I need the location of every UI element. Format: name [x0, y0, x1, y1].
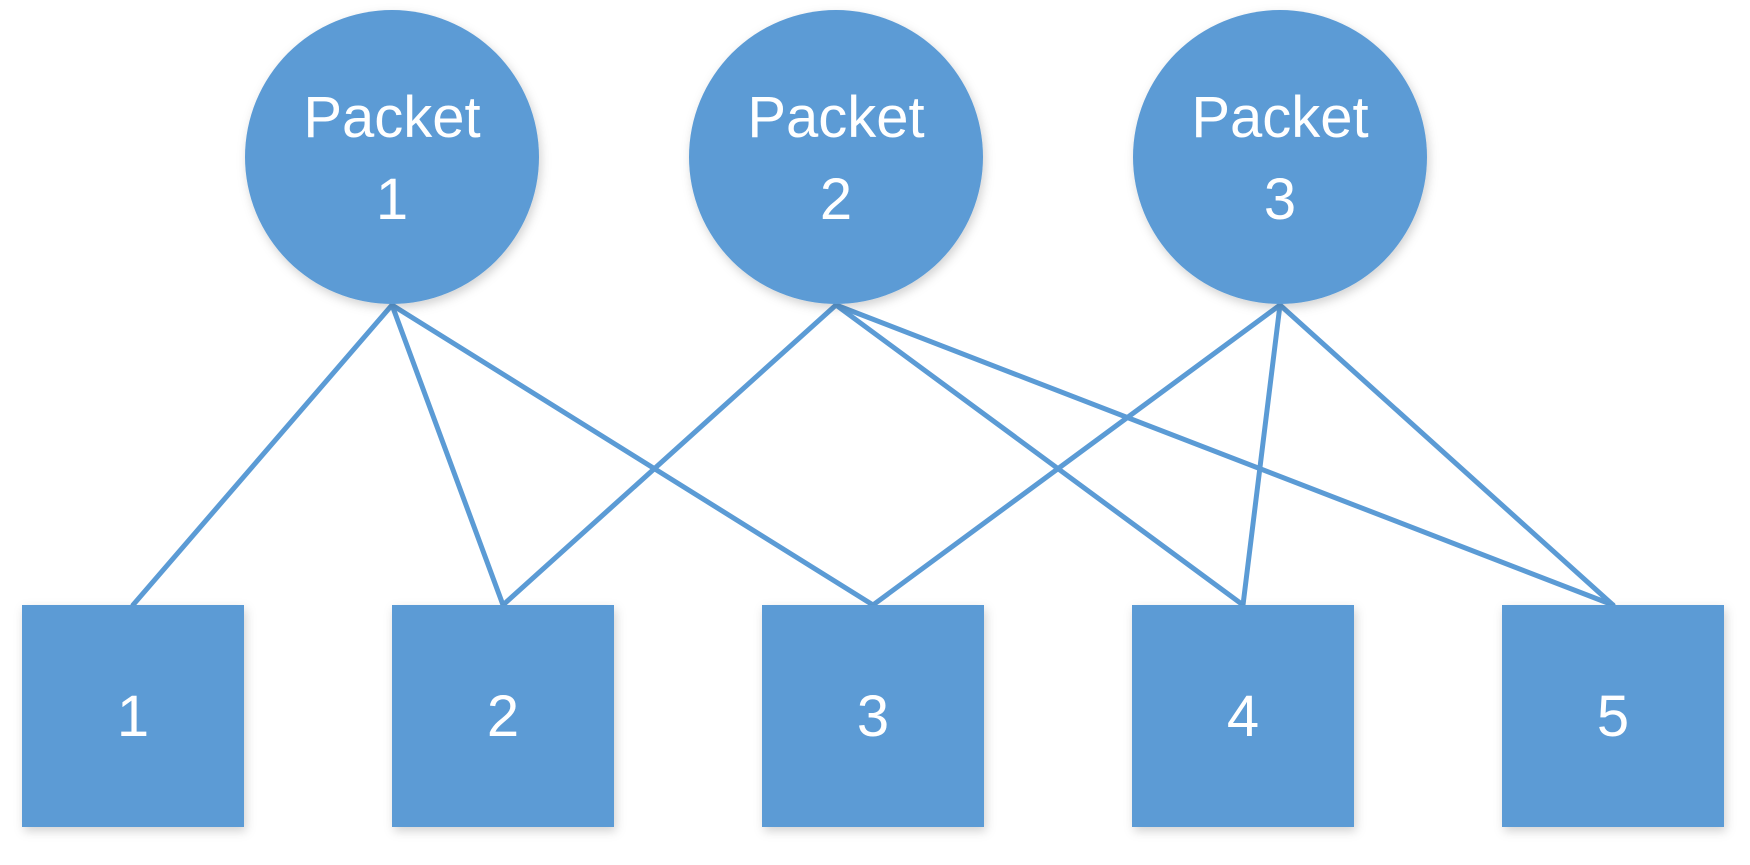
packet-label-line1: Packet	[747, 85, 924, 150]
packet-label-line2: 1	[376, 167, 408, 232]
block-square-2	[392, 605, 614, 827]
block-label: 3	[857, 684, 889, 749]
packet-node-2: Packet 2	[689, 10, 983, 304]
edge-p3-b3	[870, 302, 1283, 608]
block-node-3: 3	[762, 605, 984, 827]
packet-label-line1: Packet	[303, 85, 480, 150]
edge-p1-b3	[389, 302, 876, 608]
edge-p3-b4	[1240, 302, 1283, 608]
block-square-4	[1132, 605, 1354, 827]
block-node-1: 1	[22, 605, 244, 827]
packet-circle-3	[1133, 10, 1427, 304]
edge-p2-b5	[833, 302, 1616, 608]
block-label: 2	[487, 684, 519, 749]
packet-node-3: Packet 3	[1133, 10, 1427, 304]
block-square-3	[762, 605, 984, 827]
edge-p2-b2	[500, 302, 839, 608]
packet-circle-1	[245, 10, 539, 304]
edge-p3-b5	[1277, 302, 1616, 608]
packet-label-line2: 2	[820, 167, 852, 232]
edge-p1-b1	[130, 302, 395, 608]
block-label: 5	[1597, 684, 1629, 749]
block-square-5	[1502, 605, 1724, 827]
packet-label-line2: 3	[1264, 167, 1296, 232]
block-node-5: 5	[1502, 605, 1724, 827]
edge-p2-b4	[833, 302, 1246, 608]
edges-layer	[130, 302, 1616, 608]
packet-node-1: Packet 1	[245, 10, 539, 304]
block-label: 4	[1227, 684, 1259, 749]
block-node-4: 4	[1132, 605, 1354, 827]
packet-label-line1: Packet	[1191, 85, 1368, 150]
edge-p1-b2	[389, 302, 506, 608]
block-square-1	[22, 605, 244, 827]
packet-circle-2	[689, 10, 983, 304]
block-label: 1	[117, 684, 149, 749]
block-node-2: 2	[392, 605, 614, 827]
